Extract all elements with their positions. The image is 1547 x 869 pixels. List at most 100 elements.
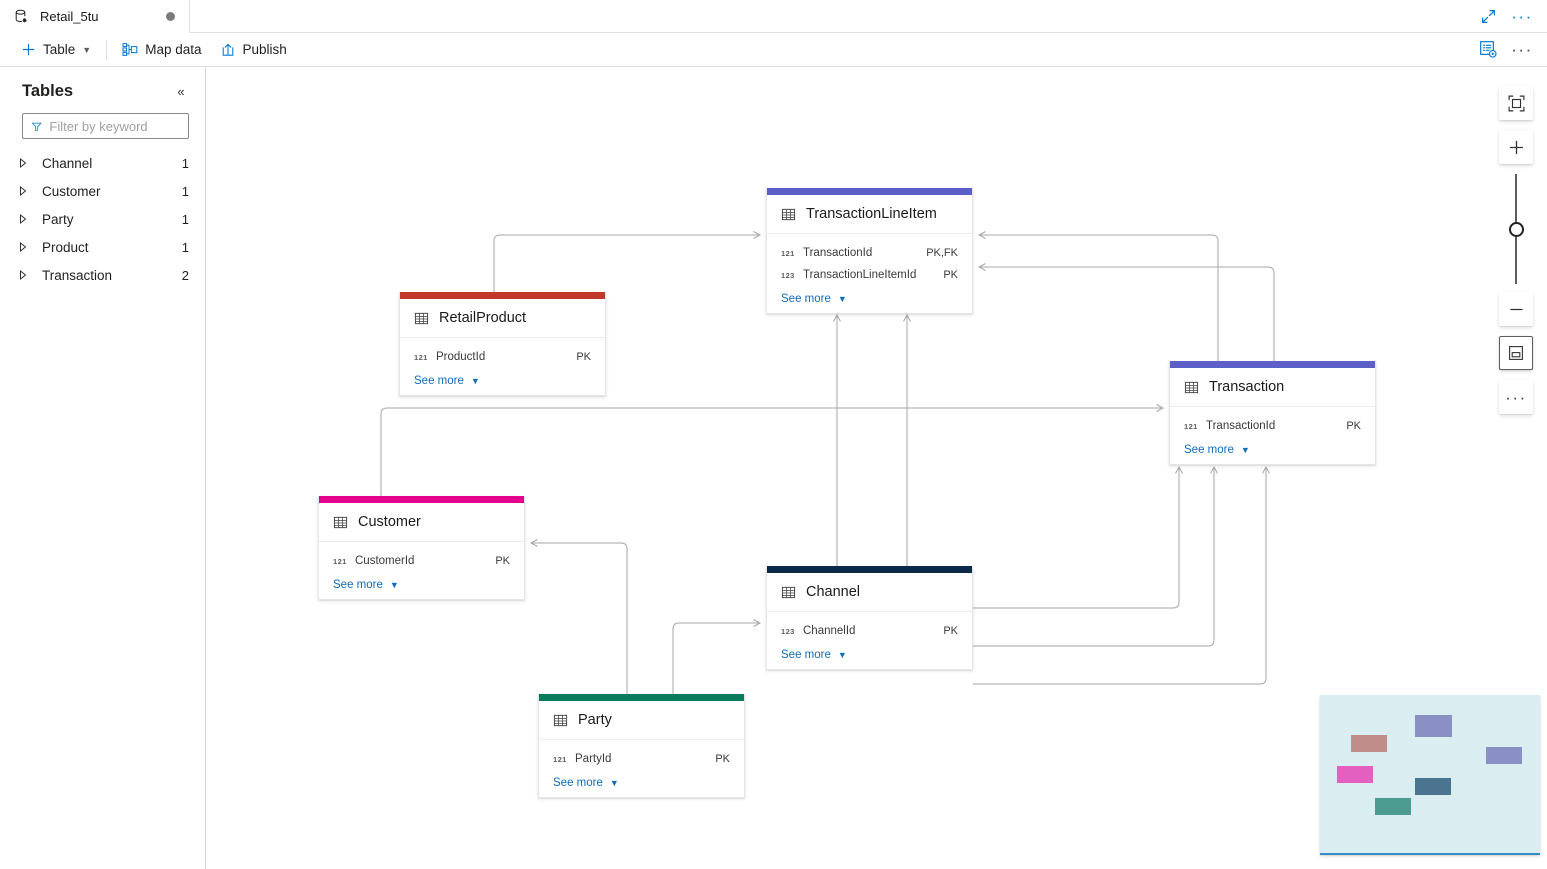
node-fields: 123 ChannelId PK See more ▼ [767, 612, 972, 669]
table-icon [553, 714, 568, 726]
chevron-right-icon[interactable] [16, 158, 30, 168]
chevron-right-icon[interactable] [16, 214, 30, 224]
publish-button[interactable]: Publish [211, 35, 296, 65]
sidebar-item-party[interactable]: Party 1 [0, 205, 205, 233]
sidebar-item-label: Transaction [42, 267, 113, 283]
sidebar-item-label: Product [42, 239, 89, 255]
map-data-button[interactable]: Map data [113, 35, 210, 65]
zoom-toolbar-overflow-button[interactable]: ··· [1499, 380, 1533, 414]
edge-party-customer [531, 543, 628, 694]
chevron-right-icon[interactable] [16, 270, 30, 280]
table-node-channel[interactable]: Channel 123 ChannelId PK See more ▼ [766, 566, 973, 670]
sidebar-title: Tables [22, 81, 74, 100]
table-node-customer[interactable]: Customer 121 CustomerId PK See more ▼ [318, 496, 525, 600]
edge-channel-transaction-2 [973, 467, 1214, 647]
sidebar-item-product[interactable]: Product 1 [0, 233, 205, 261]
column-key-badge: PK [943, 625, 958, 637]
table-node-transactionlineitem[interactable]: TransactionLineItem 121 TransactionId PK… [766, 188, 973, 314]
see-more-label: See more [1184, 444, 1234, 456]
column-type-icon: 121 [414, 352, 428, 362]
see-more-button[interactable]: See more ▼ [400, 368, 605, 389]
titlebar-overflow-button[interactable]: ··· [1511, 6, 1533, 26]
filter-box[interactable] [22, 113, 189, 139]
node-header: RetailProduct [400, 299, 605, 338]
sidebar-item-label: Channel [42, 155, 93, 171]
node-title: RetailProduct [439, 310, 527, 326]
zoom-slider[interactable] [1499, 174, 1533, 284]
sidebar-item-count: 2 [181, 267, 189, 283]
column-type-icon: 121 [781, 248, 795, 258]
sidebar-item-label: Party [42, 211, 74, 227]
edge-channel-transaction-3 [973, 467, 1266, 685]
chevron-right-icon[interactable] [16, 242, 30, 252]
edge-channel-transaction-1 [973, 467, 1179, 609]
diagram-canvas[interactable]: TransactionLineItem 121 TransactionId PK… [207, 67, 1547, 869]
zoom-out-button[interactable] [1499, 292, 1533, 326]
command-bar-overflow-button[interactable]: ··· [1511, 40, 1533, 59]
node-title: Customer [358, 514, 421, 530]
new-table-label: Table [43, 42, 76, 57]
fit-to-screen-icon [1508, 95, 1524, 111]
table-node-transaction[interactable]: Transaction 121 TransactionId PK See mor… [1169, 361, 1376, 465]
see-more-label: See more [553, 777, 603, 789]
field-row[interactable]: 121 TransactionId PK [1170, 415, 1375, 437]
table-node-party[interactable]: Party 121 PartyId PK See more ▼ [538, 694, 745, 798]
column-name: TransactionId [803, 247, 873, 259]
sidebar-item-count: 1 [181, 211, 189, 227]
zoom-toolbar: ··· [1499, 86, 1533, 424]
node-fields: 121 TransactionId PK See more ▼ [1170, 407, 1375, 464]
field-row[interactable]: 123 TransactionLineItemId PK [767, 264, 972, 286]
edge-retailproduct-transactionlineitem [493, 235, 760, 292]
sidebar-item-transaction[interactable]: Transaction 2 [0, 261, 205, 289]
sidebar-item-customer[interactable]: Customer 1 [0, 177, 205, 205]
see-more-button[interactable]: See more ▼ [319, 572, 524, 593]
tab-retail-5tu[interactable]: Retail_5tu [0, 0, 190, 33]
column-type-icon: 121 [1184, 421, 1198, 431]
table-node-retailproduct[interactable]: RetailProduct 121 ProductId PK See more … [399, 292, 606, 396]
sidebar-item-label: Customer [42, 183, 101, 199]
zoom-slider-thumb[interactable] [1509, 222, 1524, 237]
field-row[interactable]: 121 TransactionId PK,FK [767, 242, 972, 264]
node-color-bar [1170, 361, 1375, 368]
minimap-node [1337, 766, 1373, 783]
search-input[interactable] [49, 118, 180, 134]
tables-sidebar: Tables « Channel 1 [0, 67, 206, 869]
node-title: TransactionLineItem [806, 206, 937, 222]
chevron-down-icon: ▼ [609, 778, 619, 788]
minimap-node [1486, 747, 1522, 764]
node-header: Channel [767, 573, 972, 612]
plus-icon [22, 43, 35, 56]
see-more-button[interactable]: See more ▼ [539, 770, 744, 791]
new-table-button[interactable]: Table ▼ [12, 35, 100, 65]
list-settings-icon[interactable] [1473, 36, 1503, 64]
fit-to-screen-button[interactable] [1499, 86, 1533, 120]
field-row[interactable]: 123 ChannelId PK [767, 620, 972, 642]
node-header: Customer [319, 503, 524, 542]
column-key-badge: PK [943, 269, 958, 281]
field-row[interactable]: 121 CustomerId PK [319, 550, 524, 572]
sidebar-item-count: 1 [181, 183, 189, 199]
see-more-button[interactable]: See more ▼ [1170, 437, 1375, 458]
column-name: ChannelId [803, 625, 856, 637]
column-type-icon: 121 [333, 556, 347, 566]
zoom-in-button[interactable] [1499, 130, 1533, 164]
table-icon [781, 586, 796, 598]
column-type-icon: 123 [781, 626, 795, 636]
see-more-button[interactable]: See more ▼ [767, 286, 972, 307]
see-more-label: See more [781, 293, 831, 305]
field-row[interactable]: 121 ProductId PK [400, 346, 605, 368]
collapse-sidebar-button[interactable]: « [177, 83, 185, 99]
node-title: Transaction [1209, 379, 1285, 395]
node-header: Transaction [1170, 368, 1375, 407]
expand-icon[interactable] [1473, 2, 1503, 30]
see-more-button[interactable]: See more ▼ [767, 642, 972, 663]
filter-icon [32, 122, 42, 131]
chevron-down-icon: ▼ [837, 650, 847, 660]
chevron-down-icon: ▼ [837, 294, 847, 304]
minimap-toggle-button[interactable] [1499, 336, 1533, 370]
sidebar-item-channel[interactable]: Channel 1 [0, 149, 205, 177]
chevron-right-icon[interactable] [16, 186, 30, 196]
minimap[interactable] [1320, 695, 1540, 855]
field-row[interactable]: 121 PartyId PK [539, 748, 744, 770]
filter-container [0, 109, 205, 139]
